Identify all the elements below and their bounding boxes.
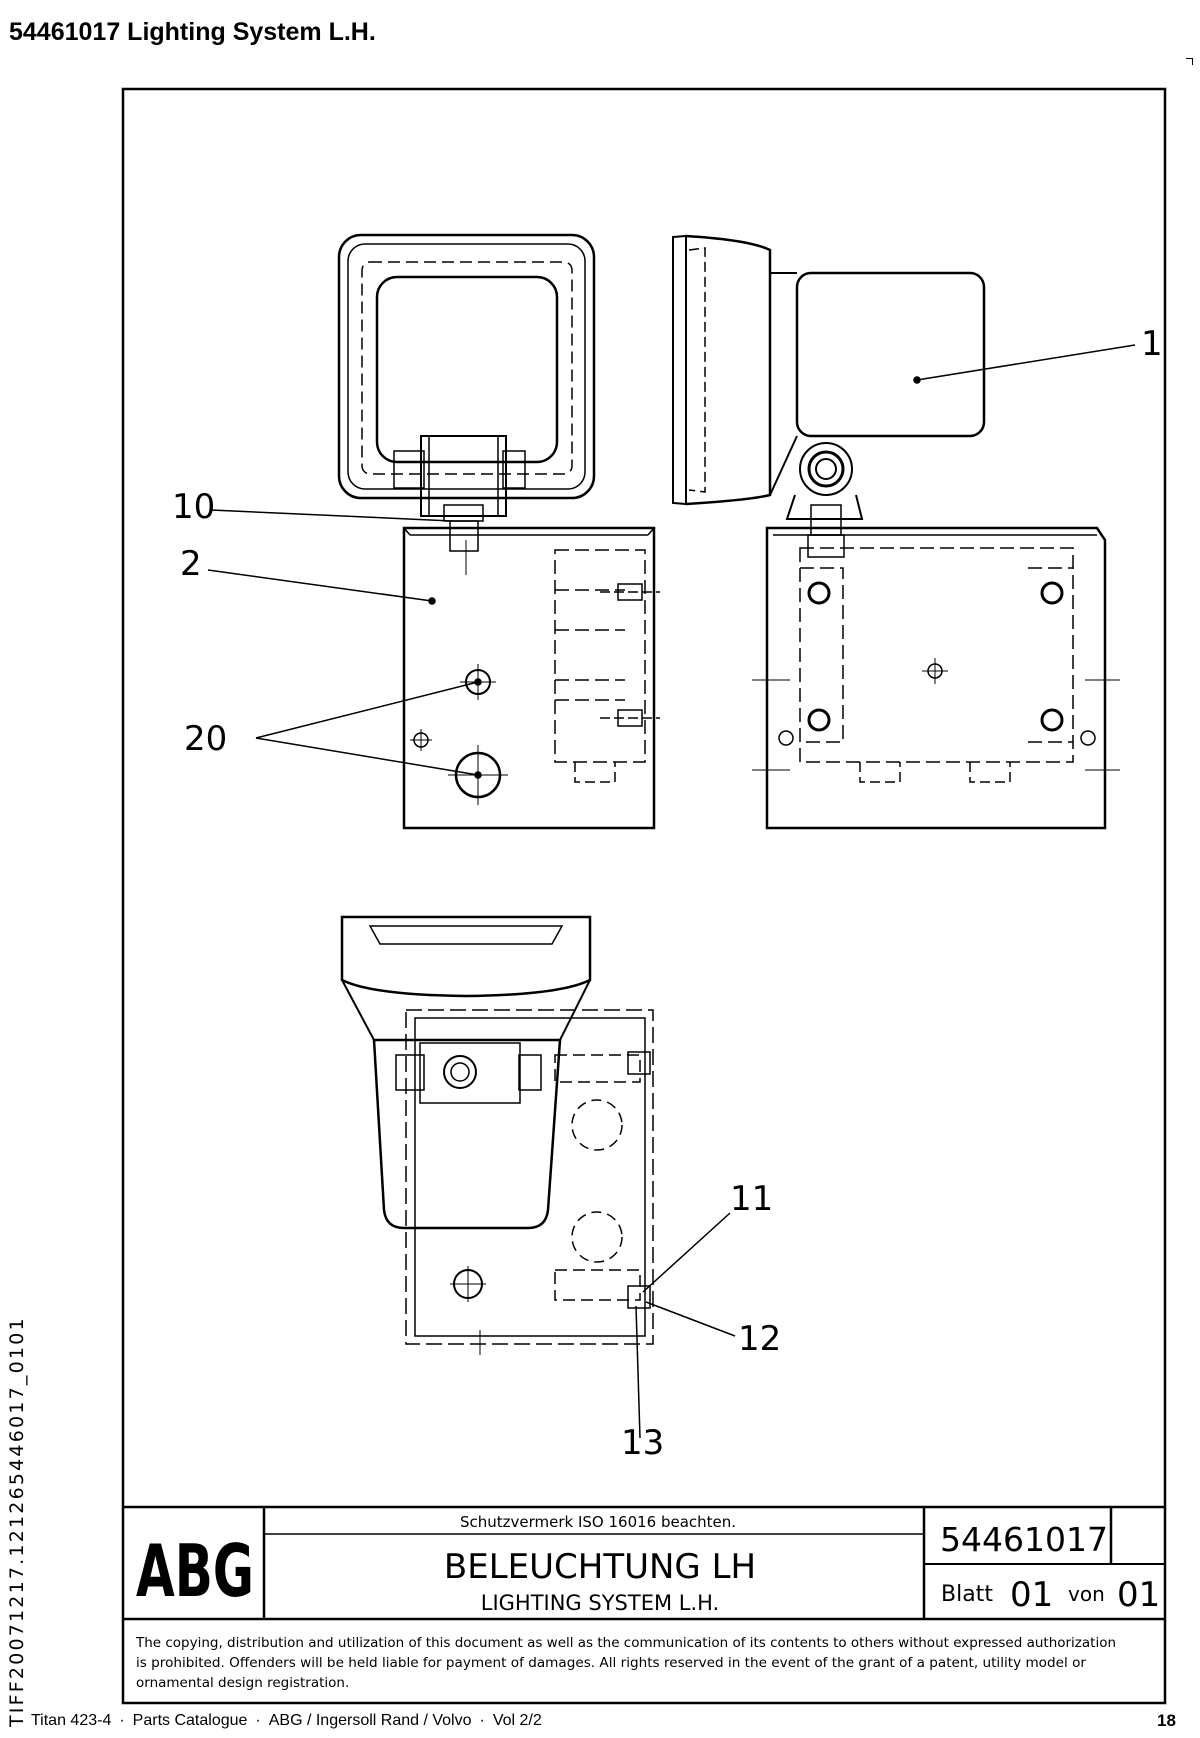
footer-separator: · <box>255 1712 261 1729</box>
sheet-number: 01 <box>1010 1575 1053 1615</box>
bracket-bolt-left <box>393 450 425 489</box>
lamp-body-top <box>372 1038 562 1230</box>
lamp-body-side <box>795 271 986 438</box>
side-view <box>672 234 1120 830</box>
lamp-housing-front <box>337 233 596 500</box>
callout-13: 13 <box>621 1423 664 1463</box>
copyright-line-3: ornamental design registration. <box>136 1675 349 1691</box>
protection-note: Schutzvermerk ISO 16016 beachten. <box>460 1513 736 1531</box>
bolt-head <box>443 504 484 522</box>
title-block <box>123 1505 1165 1621</box>
footer-separator: · <box>119 1712 125 1729</box>
drawing-title-en: LIGHTING SYSTEM L.H. <box>481 1591 720 1615</box>
mounting-plate-side <box>765 526 1107 830</box>
page-title: 54461017 Lighting System L.H. <box>9 18 376 46</box>
drawing-number: 54461017 <box>940 1520 1108 1559</box>
footer: Titan 423-4 · Parts Catalogue · ABG / Ingers… <box>31 1712 542 1730</box>
lamp-lens <box>375 275 559 464</box>
mounting-plate-top <box>405 1009 654 1345</box>
of-label: von <box>1068 1582 1105 1606</box>
lamp-lens-top <box>340 915 592 998</box>
top-view <box>340 915 654 1355</box>
mounting-bracket <box>420 435 507 517</box>
corner-crop-mark <box>1186 58 1193 65</box>
footer-manufacturer: ABG / Ingersoll Rand / Volvo <box>268 1712 472 1729</box>
pivot-bolt <box>799 442 853 496</box>
copyright-line-1: The copying, distribution and utilizatio… <box>135 1635 1116 1651</box>
lamp-bezel-hidden <box>361 261 573 475</box>
bracket-bolt-right <box>502 450 526 489</box>
callout-12: 12 <box>738 1319 781 1359</box>
footer-model: Titan 423-4 <box>31 1712 112 1729</box>
callout-11: 11 <box>730 1179 773 1219</box>
front-view <box>337 233 660 830</box>
callout-2: 2 <box>180 544 202 584</box>
leader-lines <box>207 344 1136 1439</box>
side-file-code: TIFF20071217.121265446017_0101 <box>6 1316 28 1727</box>
sheet-total: 01 <box>1117 1575 1160 1615</box>
drawing-frame <box>121 87 1167 1705</box>
callout-labels: 1 2 10 20 11 12 13 <box>172 324 1163 1463</box>
callout-10: 10 <box>172 487 215 527</box>
callout-1: 1 <box>1141 324 1163 364</box>
callout-20: 20 <box>184 719 227 759</box>
footer-catalogue: Parts Catalogue <box>132 1712 248 1729</box>
title-block-logo: ABG <box>136 1529 254 1613</box>
copyright-line-2: is prohibited. Offenders will be held li… <box>136 1655 1086 1671</box>
lamp-lens-side <box>672 234 687 506</box>
drawing-title-de: BELEUCHTUNG LH <box>444 1547 756 1587</box>
page-number: 18 <box>1157 1711 1176 1730</box>
mounting-plate <box>402 526 656 830</box>
footer-separator: · <box>479 1712 485 1729</box>
footer-volume: Vol 2/2 <box>492 1712 542 1729</box>
lamp-housing-inner <box>347 243 586 490</box>
bolt-nut <box>449 520 479 552</box>
sheet-label: Blatt <box>941 1582 993 1607</box>
